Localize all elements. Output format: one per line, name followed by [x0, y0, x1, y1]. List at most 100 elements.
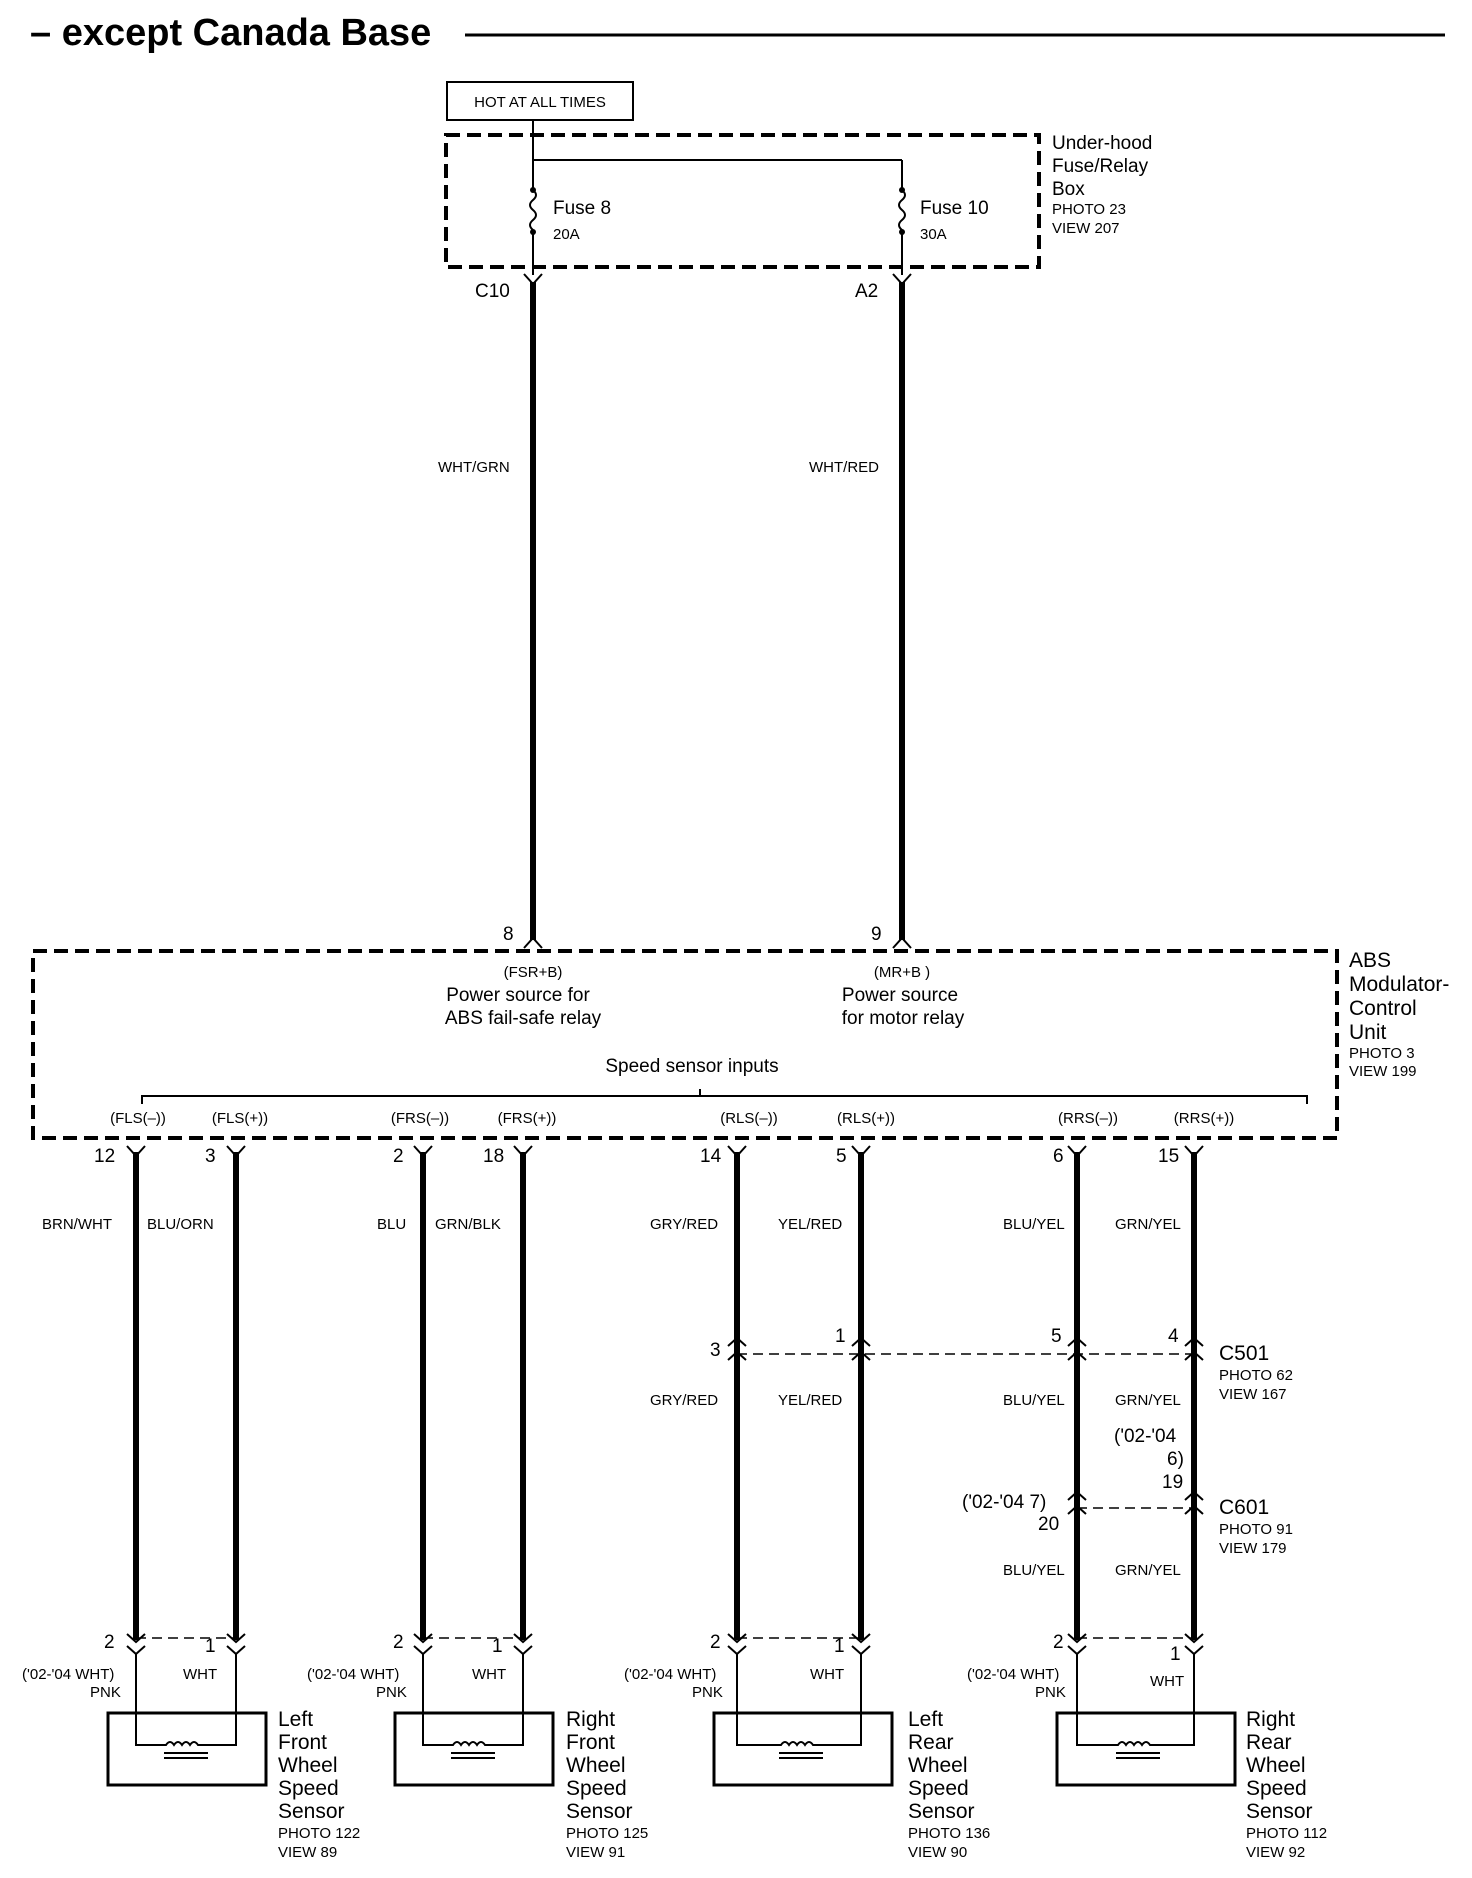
pin-6-label: 6 [1053, 1146, 1064, 1167]
sensor-lf-pin-2: 2 [104, 1632, 115, 1653]
wire-color-yel-red-lower: YEL/RED [778, 1392, 842, 1409]
c501-connector-icons [727, 1336, 1204, 1361]
fsr-desc-2: ABS fail-safe relay [445, 1008, 602, 1029]
fuse-box-photo: PHOTO 23 [1052, 201, 1126, 218]
sensor-rr-photo: PHOTO 112 [1246, 1825, 1327, 1842]
pin-5-label: 5 [836, 1146, 847, 1167]
sensor-rr-color-left: PNK [1035, 1684, 1066, 1701]
sensor-lr-name-1: Left [908, 1708, 943, 1731]
sensor-rr-name-2: Rear [1246, 1731, 1292, 1754]
sensor-lf-name-4: Speed [278, 1777, 339, 1800]
pin-8-label: 8 [503, 924, 514, 945]
sensor-lr-color-left: PNK [692, 1684, 723, 1701]
pin-14-label: 14 [700, 1146, 722, 1167]
abs-name-3: Control [1349, 997, 1417, 1020]
wire-color-wht-grn: WHT/GRN [438, 459, 510, 476]
hot-label-box [446, 81, 634, 121]
sensor-lf-view: VIEW 89 [278, 1844, 337, 1861]
abs-name-2: Modulator- [1349, 973, 1449, 996]
sensor-lf-photo: PHOTO 122 [278, 1825, 360, 1842]
sensor-lf-name-3: Wheel [278, 1754, 338, 1777]
sensor-lr-name-2: Rear [908, 1731, 954, 1754]
c601-right-note-2: 6) [1167, 1449, 1184, 1470]
terminal-a2-label: A2 [855, 281, 878, 302]
sensor-rf-name-4: Speed [566, 1777, 627, 1800]
sensor-rr-name-1: Right [1246, 1708, 1295, 1731]
fuse8-name: Fuse 8 [553, 198, 611, 219]
sensor-rf-name-1: Right [566, 1708, 615, 1731]
sensor-lr-body [712, 1711, 894, 1787]
c501-pin-5: 5 [1051, 1326, 1062, 1347]
wire-color-grn-blk: GRN/BLK [435, 1216, 501, 1233]
input-code-frs-minus: (FRS(–)) [391, 1110, 449, 1127]
abs-name-4: Unit [1349, 1021, 1387, 1044]
fuse-box-name-2: Fuse/Relay [1052, 156, 1149, 177]
sensor-lr-coil-icon [736, 1713, 862, 1747]
sensor-rr-body [1055, 1711, 1237, 1787]
pin-15-label: 15 [1158, 1146, 1179, 1167]
sensor-rf-color-left: PNK [376, 1684, 407, 1701]
c601-right-note-1: ('02-'04 [1114, 1426, 1177, 1447]
sensor-lr-pin-1: 1 [834, 1636, 845, 1657]
c501-pin-4: 4 [1168, 1326, 1179, 1347]
speed-sensor-label: Speed sensor inputs [605, 1056, 778, 1077]
sensor-lf-color-left: PNK [90, 1684, 121, 1701]
input-code-fls-minus: (FLS(–)) [110, 1110, 166, 1127]
sensor-rf-color-right: WHT [472, 1666, 506, 1683]
sensor-rf-name-5: Sensor [566, 1800, 633, 1823]
sensor-rr-color-right: WHT [1150, 1673, 1184, 1690]
sensor-lf-name-1: Left [278, 1708, 313, 1731]
c601-pin-20: 20 [1038, 1514, 1059, 1535]
pin8-connector-icon [523, 936, 543, 949]
sensor-rf-name-3: Wheel [566, 1754, 626, 1777]
wire-color-blu-orn: BLU/ORN [147, 1216, 214, 1233]
wire-color-grn-yel: GRN/YEL [1115, 1216, 1181, 1233]
fuse-box-name-1: Under-hood [1052, 133, 1152, 154]
c601-view: VIEW 179 [1219, 1540, 1287, 1557]
sensor-rf-photo: PHOTO 125 [566, 1825, 648, 1842]
sensor-lr-note: ('02-'04 WHT) [624, 1666, 716, 1683]
sensor-lf-name-2: Front [278, 1731, 327, 1754]
sensor-lf-color-right: WHT [183, 1666, 217, 1683]
sensor-lr-view: VIEW 90 [908, 1844, 967, 1861]
fuse8-rating: 20A [553, 226, 580, 243]
sensor-rf-pin-1: 1 [492, 1636, 503, 1657]
sensor-lf-pin-1: 1 [205, 1636, 216, 1657]
wire-color-blu: BLU [377, 1216, 406, 1233]
pin9-connector-icon [892, 936, 912, 949]
sensor-rr-coil-icon [1076, 1713, 1195, 1747]
hot-label: HOT AT ALL TIMES [474, 94, 606, 111]
wire-color-yel-red: YEL/RED [778, 1216, 842, 1233]
c501-photo: PHOTO 62 [1219, 1367, 1293, 1384]
fuse10-rating: 30A [920, 226, 947, 243]
fuse8-element [529, 189, 537, 231]
sensor-rf-note: ('02-'04 WHT) [307, 1666, 399, 1683]
abs-unit-outline [31, 949, 1339, 1140]
sensor-rr-name-5: Sensor [1246, 1800, 1313, 1823]
c501-name: C501 [1219, 1342, 1269, 1365]
sensor-lf-coil-icon [135, 1713, 237, 1747]
sensor-rf-name-2: Front [566, 1731, 615, 1754]
speed-sensor-bracket [141, 1095, 1308, 1104]
sensor-rr-note: ('02-'04 WHT) [967, 1666, 1059, 1683]
sensor-rr-name-3: Wheel [1246, 1754, 1306, 1777]
sensor-lf-note: ('02-'04 WHT) [22, 1666, 114, 1683]
abs-photo: PHOTO 3 [1349, 1045, 1415, 1062]
wire-color-blu-yel-c601: BLU/YEL [1003, 1562, 1065, 1579]
input-code-rrs-plus: (RRS(+)) [1174, 1110, 1234, 1127]
input-code-fls-plus: (FLS(+)) [212, 1110, 268, 1127]
mr-desc-1: Power source [842, 985, 958, 1006]
fuse-box-outline [444, 133, 1041, 269]
sensor-lr-name-3: Wheel [908, 1754, 968, 1777]
sensor-rf-view: VIEW 91 [566, 1844, 625, 1861]
wire-color-gry-red: GRY/RED [650, 1216, 718, 1233]
wire-color-blu-yel-lower: BLU/YEL [1003, 1392, 1065, 1409]
c601-left-note: ('02-'04 7) [962, 1492, 1046, 1513]
mr-code: (MR+B ) [874, 964, 930, 981]
pin-3-label: 3 [205, 1146, 216, 1167]
wire-color-grn-yel-c601: GRN/YEL [1115, 1562, 1181, 1579]
mr-desc-2: for motor relay [842, 1008, 965, 1029]
sensor-lr-pin-2: 2 [710, 1632, 721, 1653]
input-code-frs-plus: (FRS(+)) [498, 1110, 557, 1127]
sensor-lf-name-5: Sensor [278, 1800, 345, 1823]
